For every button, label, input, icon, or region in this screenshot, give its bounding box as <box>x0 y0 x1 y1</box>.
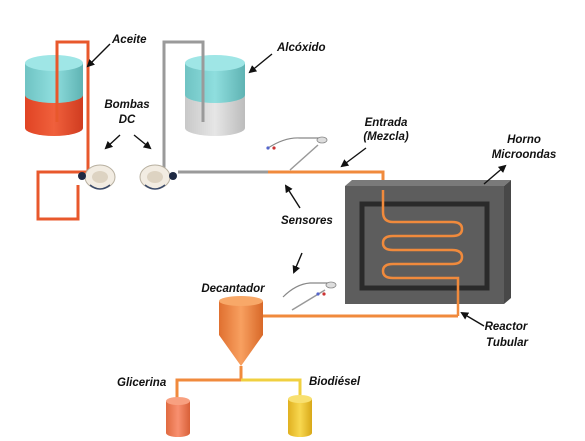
label-aceite: Aceite <box>111 34 147 46</box>
label-glicerina: Glicerina <box>117 377 167 389</box>
alkoxide-tank <box>185 55 245 136</box>
oil-tank <box>25 55 83 136</box>
aceite-arrow <box>86 43 111 68</box>
horno-arrow <box>483 164 507 185</box>
sensor-outlet <box>282 281 337 311</box>
label-horno: Horno <box>507 134 541 146</box>
oil-line <box>36 40 90 221</box>
dc-pump-oil <box>78 164 116 190</box>
alcoxido-arrow <box>248 53 273 74</box>
decanter <box>219 296 263 366</box>
label-biodiesel: Biodiésel <box>309 376 361 388</box>
label-bombas: Bombas <box>104 99 149 111</box>
sensores-arrow-up <box>284 184 301 209</box>
entrada-arrow <box>340 147 367 168</box>
label-dc: DC <box>119 114 136 126</box>
tubular-reactor-coil <box>381 190 464 316</box>
oven-cavity <box>359 201 490 291</box>
biodiesel-line <box>241 378 302 398</box>
sensor-inlet <box>266 136 328 171</box>
label-decantador: Decantador <box>201 283 265 295</box>
label-reactor: Reactor <box>485 321 528 333</box>
label-mezcla: (Mezcla) <box>363 131 409 143</box>
bombas-arrow-left <box>104 134 121 150</box>
glycerin-line <box>175 366 243 400</box>
label-sensores: Sensores <box>281 215 333 227</box>
label-entrada: Entrada <box>365 117 408 129</box>
biodiesel-tank <box>288 395 312 437</box>
bombas-arrow-right <box>133 134 152 150</box>
reactor-arrow <box>460 311 485 327</box>
microwave-oven <box>345 180 511 316</box>
label-alcoxido: Alcóxido <box>276 42 326 54</box>
label-tubular: Tubular <box>486 337 528 349</box>
sensores-arrow-down <box>292 252 303 274</box>
label-microondas: Microondas <box>492 149 557 161</box>
glycerin-tank <box>166 397 190 437</box>
dc-pump-alkoxide <box>139 164 177 190</box>
alkoxide-line <box>162 40 205 172</box>
